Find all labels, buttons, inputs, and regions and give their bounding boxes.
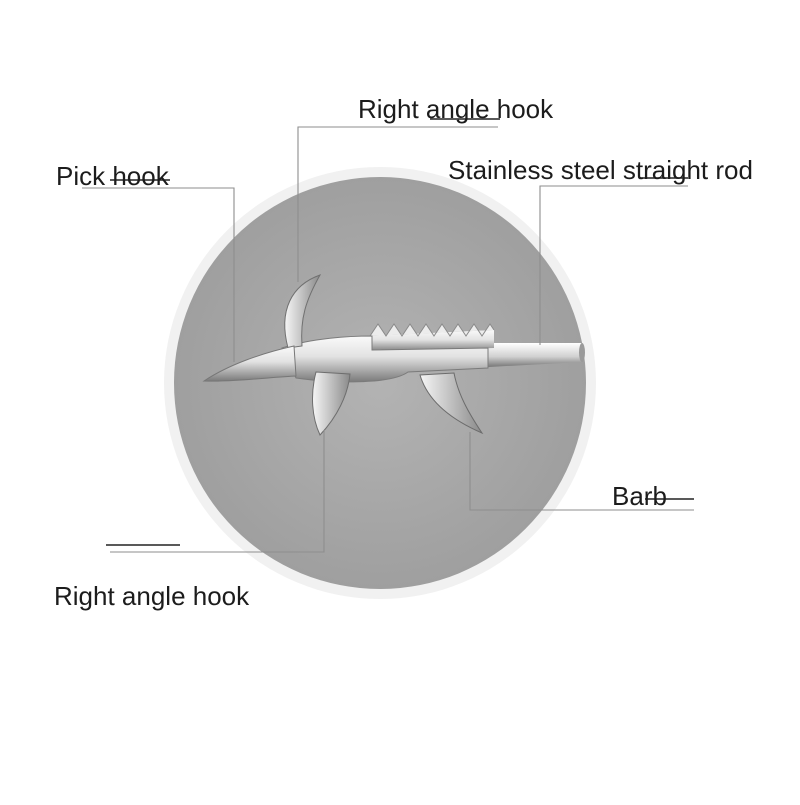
leader-stainless-rod: [539, 185, 688, 345]
leader-pick-hook: [82, 187, 235, 362]
label-right-angle-hook-bottom: Right angle hook: [54, 581, 250, 611]
leader-lines: [82, 126, 694, 553]
barb-hook: [419, 372, 484, 435]
pick-hook-tip: [202, 345, 297, 382]
leader-right-angle-hook-bottom: [110, 430, 325, 553]
label-underlines: [106, 118, 694, 546]
leader-right-angle-hook-top: [297, 126, 498, 282]
label-right-angle-hook-top: Right angle hook: [358, 94, 554, 124]
lower-right-angle-hook: [312, 371, 351, 436]
label-barb: Barb: [612, 481, 667, 511]
label-pick-hook: Pick hook: [56, 161, 169, 191]
stainless-steel-rod: [470, 343, 585, 368]
leader-barb: [469, 432, 694, 511]
grey-disc: [174, 177, 586, 589]
serrated-jaw: [368, 323, 495, 352]
label-stainless-steel-rod: Stainless steel straight rod: [448, 155, 753, 185]
